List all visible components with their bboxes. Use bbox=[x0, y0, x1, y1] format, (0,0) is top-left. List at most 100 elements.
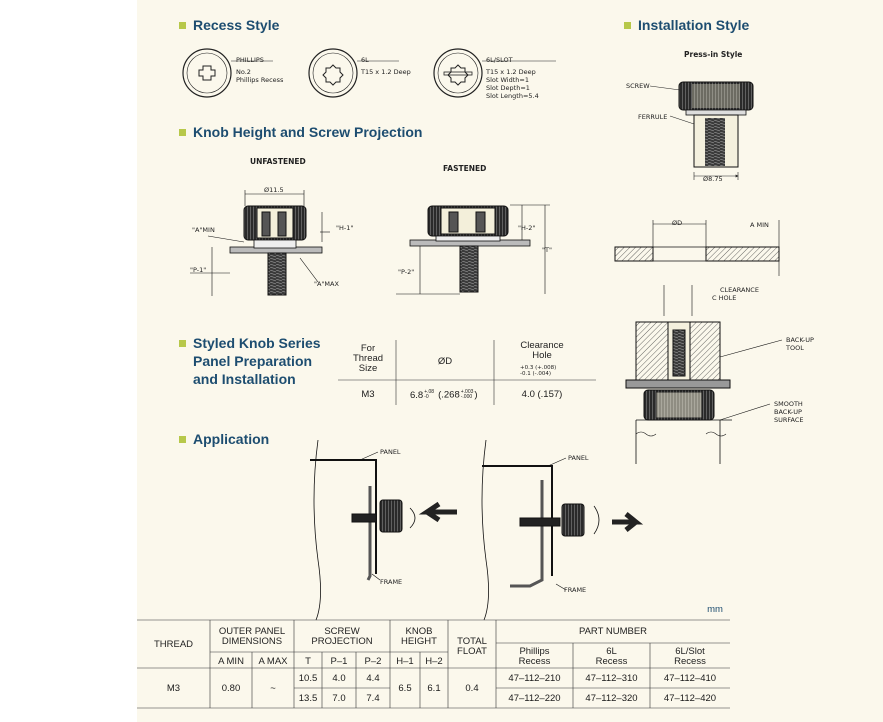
spec-sub-phil-1: Phillips bbox=[519, 646, 550, 657]
spec-h-thread: THREAD bbox=[153, 639, 194, 650]
bullet-square-icon bbox=[179, 128, 186, 136]
p2-label: "P-2" bbox=[398, 268, 415, 276]
application-drawing-2 bbox=[481, 439, 644, 621]
spec-row2-p1: 7.0 bbox=[332, 693, 346, 704]
sixl-slot-line-3: Slot Depth=1 bbox=[486, 84, 530, 92]
screw-label: SCREW bbox=[626, 82, 650, 90]
ferrule-label: FERRULE bbox=[638, 113, 668, 121]
prep-od-tol-minus: -0 bbox=[424, 394, 429, 400]
units-label: mm bbox=[707, 604, 723, 615]
prep-clear-value: 4.0 (.157) bbox=[521, 389, 563, 400]
spec-float-value: 0.4 bbox=[465, 683, 479, 694]
prep-clear-tol-minus: -0.1 (-.004) bbox=[520, 371, 552, 377]
clearance-label: CLEARANCE bbox=[720, 286, 759, 294]
press-in-fastener-drawing bbox=[649, 81, 754, 180]
backup-surface-label: BACK-UP bbox=[774, 408, 802, 416]
styled-knob-line2: Panel Preparation bbox=[193, 353, 313, 369]
prep-od-in-tol-minus: -.000 bbox=[460, 394, 473, 400]
prep-od-mm: 6.8 bbox=[410, 389, 424, 401]
spec-sub-sixl-2: Recess bbox=[595, 656, 628, 667]
recess-style-heading: Recess Style bbox=[179, 17, 279, 33]
spec-sub-h1: H–1 bbox=[396, 656, 414, 667]
spec-amax-value: ~ bbox=[270, 683, 276, 694]
spec-h-outer-2: DIMENSIONS bbox=[221, 636, 283, 647]
spec-h2-value: 6.1 bbox=[427, 683, 441, 694]
spec-row2-sixl: 47–112–320 bbox=[585, 693, 638, 704]
catalog-sheet bbox=[137, 0, 883, 722]
spec-h1-value: 6.5 bbox=[398, 683, 412, 694]
bullet-square-icon bbox=[179, 21, 186, 29]
spec-h-part: PART NUMBER bbox=[578, 626, 648, 637]
prep-thread-value: M3 bbox=[361, 389, 375, 400]
bullet-square-icon bbox=[624, 21, 631, 29]
application-title: Application bbox=[193, 431, 270, 447]
spec-h-knob-2: HEIGHT bbox=[401, 636, 437, 647]
sixl-label: 6L bbox=[361, 56, 369, 64]
phillips-line-2: Phillips Recess bbox=[236, 76, 284, 84]
prep-h-thread: Thread bbox=[352, 353, 384, 364]
sixl-line-1: T15 x 1.2 Deep bbox=[361, 68, 411, 76]
fastened-drawing bbox=[396, 204, 550, 295]
prep-od-close: ) bbox=[474, 389, 478, 401]
spec-row1-p1: 4.0 bbox=[332, 673, 346, 684]
sixl-slot-line-4: Slot Length=5.4 bbox=[486, 92, 539, 100]
prep-h-clearance: Clearance bbox=[520, 340, 564, 351]
phillips-label: PHILLIPS bbox=[236, 56, 264, 64]
tool-label: TOOL bbox=[786, 344, 804, 352]
spec-h-float-1: TOTAL bbox=[457, 636, 487, 647]
panel-label-2: PANEL bbox=[568, 454, 589, 462]
spec-row1-phil: 47–112–210 bbox=[508, 673, 561, 684]
prep-od-in-tol-plus: +.003 bbox=[460, 389, 474, 395]
panel-a-min-label: A MIN bbox=[750, 221, 769, 229]
bullet-square-icon bbox=[179, 339, 186, 347]
c-hole-label: C HOLE bbox=[712, 294, 737, 302]
spec-row2-t: 13.5 bbox=[298, 693, 318, 704]
prep-od-in: (.268 bbox=[438, 389, 460, 401]
h1-label: "H-1" bbox=[336, 224, 354, 232]
sixl-slot-recess-icon bbox=[433, 48, 556, 98]
phillips-line-1: No.2 bbox=[236, 68, 251, 76]
sixl-recess-icon bbox=[308, 48, 399, 98]
prep-h-for: For bbox=[360, 343, 376, 354]
installation-style-title: Installation Style bbox=[638, 17, 750, 33]
spec-h-float-2: FLOAT bbox=[457, 646, 487, 657]
h2-label: "H-2" bbox=[518, 224, 536, 232]
panel-label-1: PANEL bbox=[380, 448, 401, 456]
surface-label: SURFACE bbox=[774, 416, 804, 424]
prep-h-size: Size bbox=[358, 363, 378, 374]
application-heading: Application bbox=[179, 431, 269, 447]
spec-sub-slot-1: 6L/Slot bbox=[675, 646, 705, 657]
knob-height-title: Knob Height and Screw Projection bbox=[193, 124, 423, 140]
spec-sub-p2: P–2 bbox=[364, 656, 382, 667]
spec-sub-phil-2: Recess bbox=[518, 656, 551, 667]
spec-row1-sixl: 47–112–310 bbox=[585, 673, 638, 684]
application-drawing-1 bbox=[310, 439, 457, 621]
unfastened-drawing bbox=[190, 190, 330, 296]
prep-od-in-tol: +.003-.000 bbox=[461, 390, 474, 400]
spec-row1-slot: 47–112–410 bbox=[663, 673, 717, 684]
prep-clear-tol-plus: +0.3 (+.008) bbox=[520, 365, 557, 371]
unfastened-label: UNFASTENED bbox=[250, 157, 306, 166]
bullet-square-icon bbox=[179, 435, 186, 443]
a-min-label: "A"MIN bbox=[192, 226, 215, 234]
phillips-recess-icon bbox=[182, 48, 273, 98]
od-label: ØD bbox=[672, 219, 683, 227]
spec-sub-t: T bbox=[305, 656, 311, 667]
press-in-style-label: Press-in Style bbox=[684, 50, 743, 59]
a-max-label: "A"MAX bbox=[314, 280, 339, 288]
spec-sub-amax: A MAX bbox=[258, 656, 288, 667]
t-label: "T" bbox=[542, 246, 552, 254]
spec-table-lines bbox=[137, 619, 730, 709]
spec-row2-p2: 7.4 bbox=[366, 693, 380, 704]
knob-height-heading: Knob Height and Screw Projection bbox=[179, 124, 422, 140]
backup-label: BACK-UP bbox=[786, 336, 814, 344]
press-tool-drawing bbox=[625, 285, 783, 464]
